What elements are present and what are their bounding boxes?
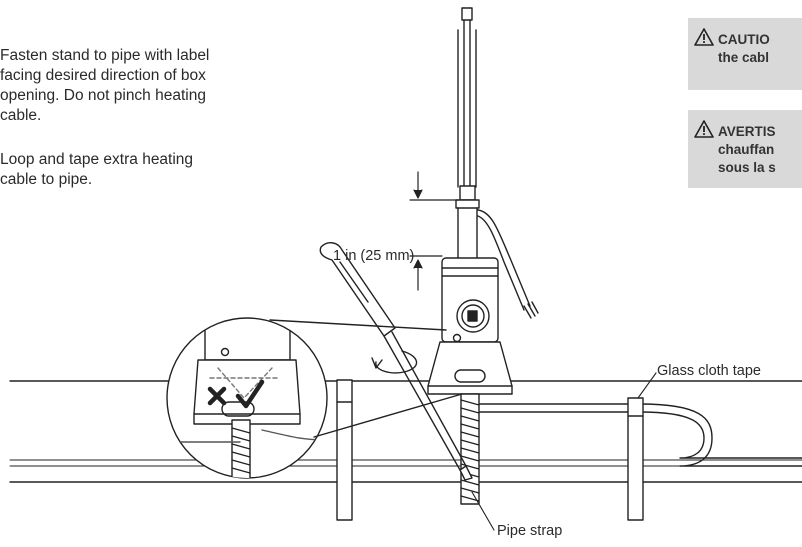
dimension-label: 1 in (25 mm) bbox=[333, 248, 415, 264]
cable-conduit bbox=[457, 7, 477, 191]
glass-cloth-tape bbox=[336, 379, 644, 521]
junction-box bbox=[427, 207, 513, 395]
warning-notice: AVERTIS chauffan sous la s bbox=[688, 110, 802, 188]
pipe bbox=[9, 380, 802, 483]
glass-cloth-tape-label: Glass cloth tape bbox=[657, 363, 761, 379]
warning-triangle-icon bbox=[694, 120, 714, 138]
rotate-arrow-icon bbox=[371, 350, 418, 374]
warning-triangle-icon bbox=[694, 28, 714, 46]
magnified-detail bbox=[166, 317, 328, 479]
threaded-stand bbox=[460, 393, 480, 505]
caution-notice: CAUTIO the cabl bbox=[688, 18, 802, 90]
instruction-step-2: Loop and tape extra heating cable to pip… bbox=[0, 151, 194, 188]
instruction-step-1: Fasten stand to pipe with label facing d… bbox=[0, 47, 210, 124]
x-mark-icon bbox=[207, 386, 227, 406]
heating-cable bbox=[9, 403, 802, 467]
callout-leaders bbox=[471, 372, 657, 531]
box-label-badge bbox=[456, 299, 490, 333]
magnifier-leader-lines bbox=[269, 319, 463, 438]
warning-text: AVERTIS chauffan sous la s bbox=[718, 124, 776, 175]
pipe-strap-label: Pipe strap bbox=[497, 523, 563, 539]
grommet bbox=[455, 185, 480, 209]
heating-cable-end bbox=[477, 209, 539, 319]
check-mark-icon bbox=[235, 379, 265, 409]
caution-text: CAUTIO the cabl bbox=[718, 32, 770, 65]
dimension-marker bbox=[409, 171, 459, 291]
screwdriver bbox=[319, 242, 473, 481]
